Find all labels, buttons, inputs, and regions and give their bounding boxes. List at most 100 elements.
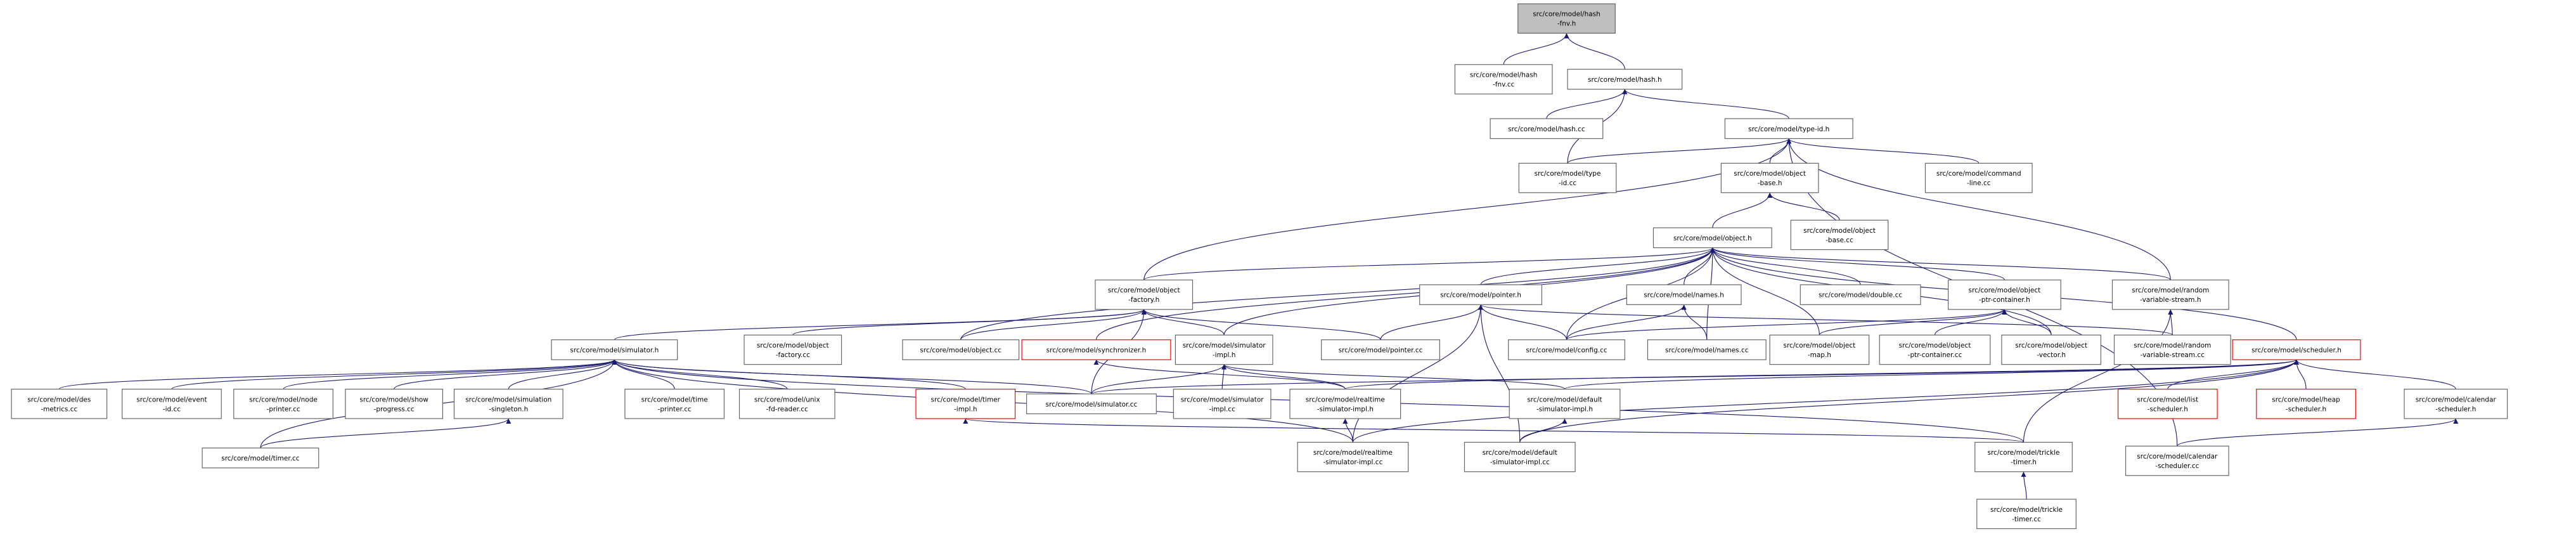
node-box[interactable]: [2111, 279, 2229, 310]
node-listsched_h[interactable]: src/core/model/list-scheduler.h: [2117, 388, 2218, 419]
node-box[interactable]: [1924, 162, 2033, 193]
node-typeid_h[interactable]: src/core/model/type-id.h: [1724, 118, 1853, 140]
node-box[interactable]: [1508, 339, 1625, 360]
node-box[interactable]: [1800, 284, 1921, 305]
node-scheduler_h[interactable]: src/core/model/scheduler.h: [2232, 339, 2361, 360]
node-randvar_h[interactable]: src/core/model/random-variable-stream.h: [2111, 279, 2229, 310]
node-box[interactable]: [738, 388, 835, 419]
node-pointer_h[interactable]: src/core/model/pointer.h: [1419, 284, 1542, 305]
node-box[interactable]: [744, 334, 842, 365]
node-box[interactable]: [1720, 162, 1819, 193]
node-objmap_h[interactable]: src/core/model/object-map.h: [1769, 334, 1870, 365]
node-box[interactable]: [2125, 445, 2229, 476]
node-box[interactable]: [1021, 339, 1171, 360]
node-config_cc[interactable]: src/core/model/config.cc: [1508, 339, 1625, 360]
node-box[interactable]: [1173, 388, 1272, 419]
node-box[interactable]: [1175, 334, 1273, 365]
node-object_cc[interactable]: src/core/model/object.cc: [902, 339, 1020, 360]
node-box[interactable]: [1490, 118, 1604, 140]
node-box[interactable]: [1095, 279, 1194, 310]
node-showprogress_cc[interactable]: src/core/model/show-progress.cc: [345, 388, 444, 419]
node-box[interactable]: [1947, 279, 2061, 310]
node-randvar_cc[interactable]: src/core/model/random-variable-stream.cc: [2113, 334, 2231, 365]
node-fnv_cc[interactable]: src/core/model/hash-fnv.cc: [1454, 64, 1553, 95]
node-box[interactable]: [1289, 388, 1401, 419]
node-simimpl_cc[interactable]: src/core/model/simulator-impl.cc: [1173, 388, 1272, 419]
node-rtsimimpl_cc[interactable]: src/core/model/realtime-simulator-impl.c…: [1297, 441, 1409, 473]
node-double_cc[interactable]: src/core/model/double.cc: [1800, 284, 1921, 305]
node-names_cc[interactable]: src/core/model/names.cc: [1647, 339, 1767, 360]
node-box[interactable]: [122, 388, 222, 419]
node-box[interactable]: [1464, 441, 1576, 473]
node-ptrcontainer_cc[interactable]: src/core/model/object-ptr-container.cc: [1879, 334, 1991, 365]
node-box[interactable]: [1724, 118, 1853, 140]
node-box[interactable]: [1879, 334, 1991, 365]
node-box[interactable]: [551, 339, 678, 360]
node-box[interactable]: [902, 339, 1020, 360]
node-box[interactable]: [233, 388, 333, 419]
node-calsched_h[interactable]: src/core/model/calendar-scheduler.h: [2404, 388, 2508, 419]
node-box[interactable]: [2232, 339, 2361, 360]
node-eventid_cc[interactable]: src/core/model/event-id.cc: [122, 388, 222, 419]
node-box[interactable]: [1026, 393, 1157, 415]
node-typeid_cc[interactable]: src/core/model/type-id.cc: [1518, 162, 1617, 193]
node-box[interactable]: [1647, 339, 1767, 360]
node-names_h[interactable]: src/core/model/names.h: [1626, 284, 1742, 305]
node-hash_h[interactable]: src/core/model/hash.h: [1567, 68, 1683, 90]
node-box[interactable]: [1974, 441, 2073, 473]
node-object_h[interactable]: src/core/model/object.h: [1652, 227, 1772, 249]
node-box[interactable]: [1419, 284, 1542, 305]
node-box[interactable]: [453, 388, 564, 419]
node-box[interactable]: [1509, 388, 1621, 419]
node-box[interactable]: [2117, 388, 2218, 419]
node-objfactory_cc[interactable]: src/core/model/object-factory.cc: [744, 334, 842, 365]
node-box[interactable]: [1976, 499, 2077, 530]
node-objbase_cc[interactable]: src/core/model/object-base.cc: [1790, 219, 1889, 251]
node-simimpl_h[interactable]: src/core/model/simulator-impl.h: [1175, 334, 1273, 365]
node-box[interactable]: [202, 447, 319, 469]
node-box[interactable]: [2001, 334, 2102, 365]
node-ptrcontainer_h[interactable]: src/core/model/object-ptr-container.h: [1947, 279, 2061, 310]
node-hash_cc[interactable]: src/core/model/hash.cc: [1490, 118, 1604, 140]
node-objbase_h[interactable]: src/core/model/object-base.h: [1720, 162, 1819, 193]
node-rtsimimpl_h[interactable]: src/core/model/realtime-simulator-impl.h: [1289, 388, 1401, 419]
node-box[interactable]: [1769, 334, 1870, 365]
node-timerimpl_h[interactable]: src/core/model/timer-impl.h: [915, 388, 1016, 419]
node-defsimimpl_h[interactable]: src/core/model/default-simulator-impl.h: [1509, 388, 1621, 419]
node-box[interactable]: [345, 388, 444, 419]
node-trickle_h[interactable]: src/core/model/trickle-timer.h: [1974, 441, 2073, 473]
node-synchronizer_h[interactable]: src/core/model/synchronizer.h: [1021, 339, 1171, 360]
node-heapsched_h[interactable]: src/core/model/heap-scheduler.h: [2256, 388, 2356, 419]
node-des_cc[interactable]: src/core/model/des-metrics.cc: [11, 388, 108, 419]
node-pointer_cc[interactable]: src/core/model/pointer.cc: [1321, 339, 1440, 360]
node-box[interactable]: [1626, 284, 1742, 305]
node-box[interactable]: [1518, 162, 1617, 193]
node-cmdline_cc[interactable]: src/core/model/command-line.cc: [1924, 162, 2033, 193]
node-box[interactable]: [2404, 388, 2508, 419]
node-box[interactable]: [1517, 3, 1616, 34]
node-simulator_h[interactable]: src/core/model/simulator.h: [551, 339, 678, 360]
node-timer_cc[interactable]: src/core/model/timer.cc: [202, 447, 319, 469]
node-objvector_h[interactable]: src/core/model/object-vector.h: [2001, 334, 2102, 365]
node-box[interactable]: [624, 388, 725, 419]
node-simsingleton_h[interactable]: src/core/model/simulation-singleton.h: [453, 388, 564, 419]
node-box[interactable]: [2256, 388, 2356, 419]
node-simulator_cc[interactable]: src/core/model/simulator.cc: [1026, 393, 1157, 415]
node-defsimimpl_cc[interactable]: src/core/model/default-simulator-impl.cc: [1464, 441, 1576, 473]
node-box[interactable]: [1652, 227, 1772, 249]
node-calsched_cc[interactable]: src/core/model/calendar-scheduler.cc: [2125, 445, 2229, 476]
node-fnv_h[interactable]: src/core/model/hash-fnv.h: [1517, 3, 1616, 34]
node-unixfd_cc[interactable]: src/core/model/unix-fd-reader.cc: [738, 388, 835, 419]
node-timeprinter_cc[interactable]: src/core/model/time-printer.cc: [624, 388, 725, 419]
node-box[interactable]: [1321, 339, 1440, 360]
node-box[interactable]: [2113, 334, 2231, 365]
node-box[interactable]: [1567, 68, 1683, 90]
node-box[interactable]: [1297, 441, 1409, 473]
node-objfactory_h[interactable]: src/core/model/object-factory.h: [1095, 279, 1194, 310]
node-box[interactable]: [1790, 219, 1889, 251]
node-nodeprinter_cc[interactable]: src/core/model/node-printer.cc: [233, 388, 333, 419]
node-box[interactable]: [11, 388, 108, 419]
node-box[interactable]: [1454, 64, 1553, 95]
node-trickle_cc[interactable]: src/core/model/trickle-timer.cc: [1976, 499, 2077, 530]
node-box[interactable]: [915, 388, 1016, 419]
